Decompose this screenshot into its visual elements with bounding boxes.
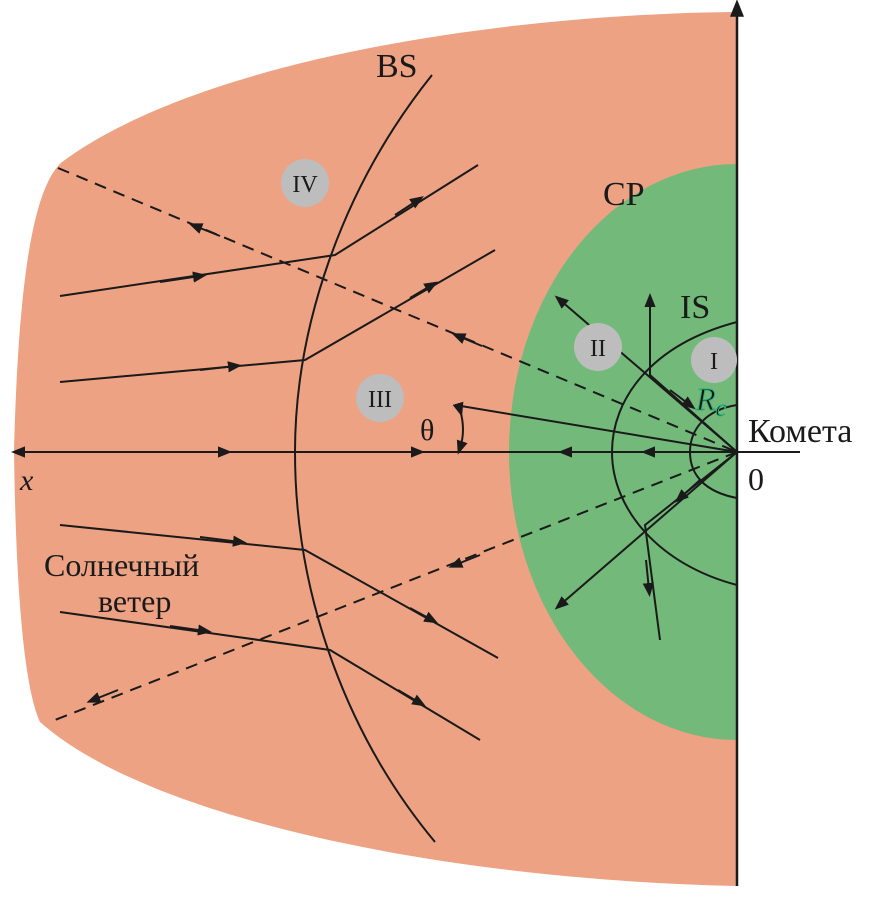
dashed-arrow (448, 554, 481, 568)
dashed-arrow (451, 333, 483, 347)
origin-label: 0 (748, 461, 764, 497)
theta-line (454, 404, 738, 453)
cp-flow-line (554, 451, 738, 610)
bow-shock-label: BS (376, 48, 418, 85)
dashed-line (54, 451, 738, 721)
flow-arrow (394, 196, 424, 216)
flow-arrow (199, 361, 242, 373)
flow-arrow (642, 559, 654, 597)
region-4-marker (281, 159, 329, 207)
flow-arrow (159, 271, 207, 283)
dashed-line (57, 167, 738, 453)
flow-arrow (669, 389, 696, 410)
region-3-marker (356, 374, 404, 422)
inner-shock-label: IS (680, 289, 710, 326)
theta-label: θ (420, 414, 434, 447)
cometopause-label: CP (603, 176, 645, 213)
region-1-marker (691, 337, 737, 383)
flow-arrow (169, 624, 212, 636)
theta-arc-arrow (452, 401, 468, 455)
dashed-arrow (86, 689, 119, 703)
solar-wind-line (59, 611, 481, 741)
is-flow-line (644, 293, 738, 453)
region-2-marker (574, 323, 622, 371)
solar-wind-line (59, 164, 479, 297)
flow-arrow (409, 607, 439, 624)
comet-label: Комета (748, 413, 852, 450)
region-1-label: I (710, 349, 718, 375)
flow-arrow (199, 535, 247, 547)
flow-arrow (409, 281, 439, 299)
solar-wind-label-line2: ветер (98, 583, 171, 619)
region-2-label: II (590, 336, 606, 362)
solar-wind-label-line1: Солнечный (44, 547, 199, 583)
rc-label: Rc (695, 381, 727, 422)
region-3-label: III (368, 387, 392, 413)
region-4-label: IV (292, 172, 318, 198)
x-axis-label: x (19, 464, 34, 497)
dashed-arrow (188, 223, 221, 237)
flow-arrow (397, 689, 427, 707)
is-flow-line (643, 451, 738, 641)
flow-arrow (674, 479, 701, 503)
